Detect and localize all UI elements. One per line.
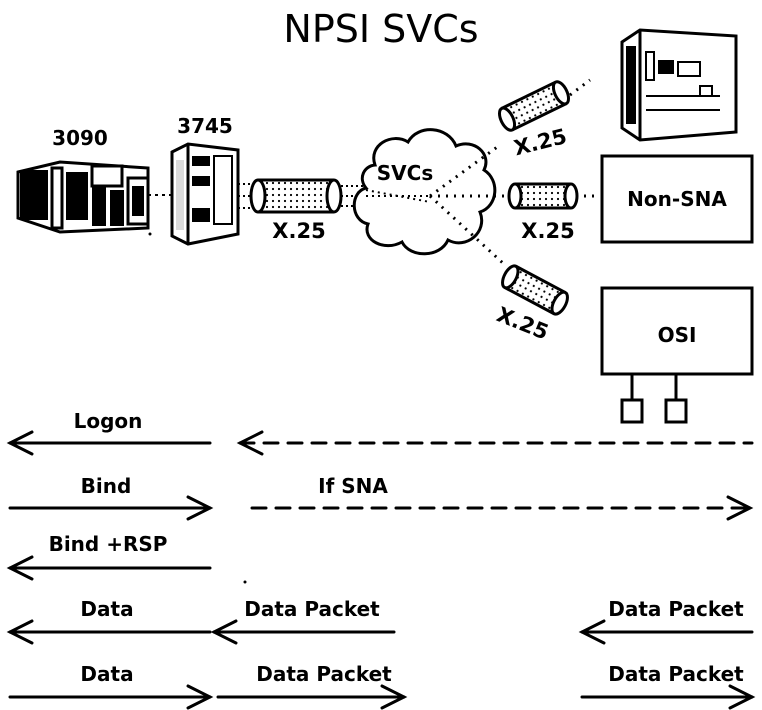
computer-system-icon xyxy=(620,28,738,142)
flow-data-packet-right-right-arrow xyxy=(580,684,756,710)
flow-data-left-arrow xyxy=(6,619,212,645)
x25-middle-link-icon xyxy=(507,182,579,210)
x25-middle-label: X.25 xyxy=(521,219,574,243)
controller-3745-icon xyxy=(170,142,240,246)
flow-data-packet-left-right-label: Data Packet xyxy=(608,597,744,621)
x25-main-link-icon xyxy=(238,178,366,214)
flow-bind-rsp-label: Bind +RSP xyxy=(49,532,168,556)
non-sna-label: Non-SNA xyxy=(627,187,727,211)
diagram-title: NPSI SVCs xyxy=(283,7,478,51)
flow-data-packet-right-mid-arrow xyxy=(216,684,408,710)
host-label: 3090 xyxy=(52,126,108,150)
controller-label: 3745 xyxy=(177,114,233,138)
flow-logon-label: Logon xyxy=(74,409,143,433)
x25-upper-link-icon xyxy=(498,80,570,132)
flow-data-left-label: Data xyxy=(80,597,133,621)
flow-bind-arrow xyxy=(8,495,214,521)
speck xyxy=(243,580,247,584)
flow-data-packet-left-right-arrow xyxy=(578,619,754,645)
flow-data-packet-left-mid-arrow xyxy=(210,619,396,645)
flow-bind-rsp-arrow xyxy=(6,555,212,581)
x25-upper-label: X.25 xyxy=(511,124,569,160)
cloud-label: SVCs xyxy=(377,161,433,185)
flow-if-sna-dashed-arrow xyxy=(250,495,754,521)
svc-dotted-paths xyxy=(428,78,600,267)
osi-terminals-icon xyxy=(620,374,688,424)
flow-if-sna-label: If SNA xyxy=(318,474,388,498)
svc-cloud-icon xyxy=(352,128,497,256)
x25-main-label: X.25 xyxy=(272,219,325,243)
flow-data-packet-left-mid-label: Data Packet xyxy=(244,597,380,621)
flow-data-packet-right-right-label: Data Packet xyxy=(608,662,744,686)
non-sna-box xyxy=(600,154,754,244)
flow-logon-dashed-arrow xyxy=(236,430,754,456)
x25-lower-link-icon xyxy=(501,264,569,316)
osi-label: OSI xyxy=(658,323,697,347)
mainframe-3090-icon xyxy=(16,160,172,236)
flow-data-packet-right-mid-label: Data Packet xyxy=(256,662,392,686)
flow-data-right-label: Data xyxy=(80,662,133,686)
flow-data-right-arrow xyxy=(8,684,214,710)
flow-bind-label: Bind xyxy=(81,474,132,498)
flow-logon-arrow xyxy=(6,430,212,456)
